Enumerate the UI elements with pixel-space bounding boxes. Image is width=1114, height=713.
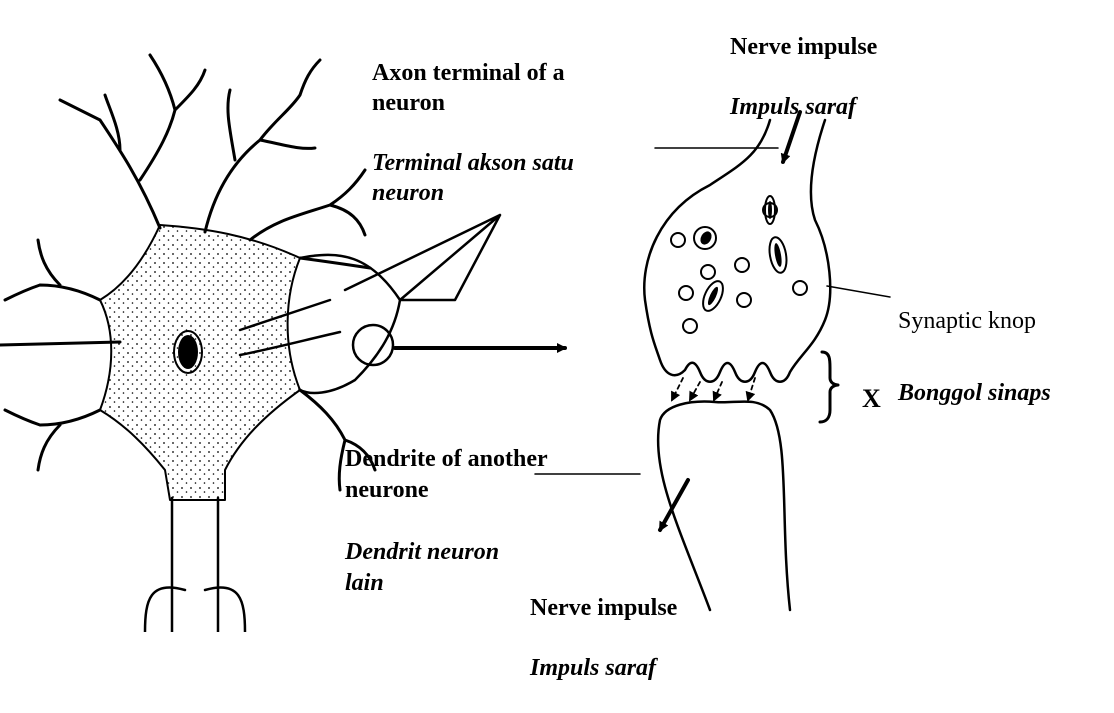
nerve-impulse-bottom-malay: Impuls saraf (530, 653, 677, 683)
label-nerve-impulse-top: Nerve impulse Impuls saraf (730, 2, 877, 152)
label-synaptic-knob: Synaptic knop Bonggol sinaps (898, 267, 1051, 447)
nerve-impulse-top-english: Nerve impulse (730, 32, 877, 62)
postsynaptic-dendrite (658, 402, 790, 611)
nerve-impulse-bottom-english: Nerve impulse (530, 593, 677, 623)
label-axon-terminal: Axon terminal of a neuron Terminal akson… (372, 28, 574, 238)
label-dendrite: Dendrite of another neurone Dendrit neur… (345, 413, 548, 630)
neuron-synapse-diagram: Axon terminal of a neuron Terminal akson… (0, 0, 1114, 632)
gap-bracket (820, 352, 838, 422)
synaptic-knob-outline (644, 120, 830, 382)
axon-terminal-english: Axon terminal of a neuron (372, 58, 574, 118)
dendrite-english: Dendrite of another neurone (345, 444, 548, 506)
label-nerve-impulse-bottom: Nerve impulse Impuls saraf (530, 563, 677, 713)
synaptic-knob-malay: Bonggol sinaps (898, 375, 1051, 411)
nucleus (178, 335, 198, 369)
nerve-impulse-top-malay: Impuls saraf (730, 92, 877, 122)
synapse-detail (644, 112, 838, 610)
synaptic-knob-english: Synaptic knop (898, 303, 1051, 339)
label-gap-x: X (862, 384, 881, 414)
dendrite-malay: Dendrit neuron lain (345, 537, 548, 599)
axon-terminal-malay: Terminal akson satu neuron (372, 148, 574, 208)
